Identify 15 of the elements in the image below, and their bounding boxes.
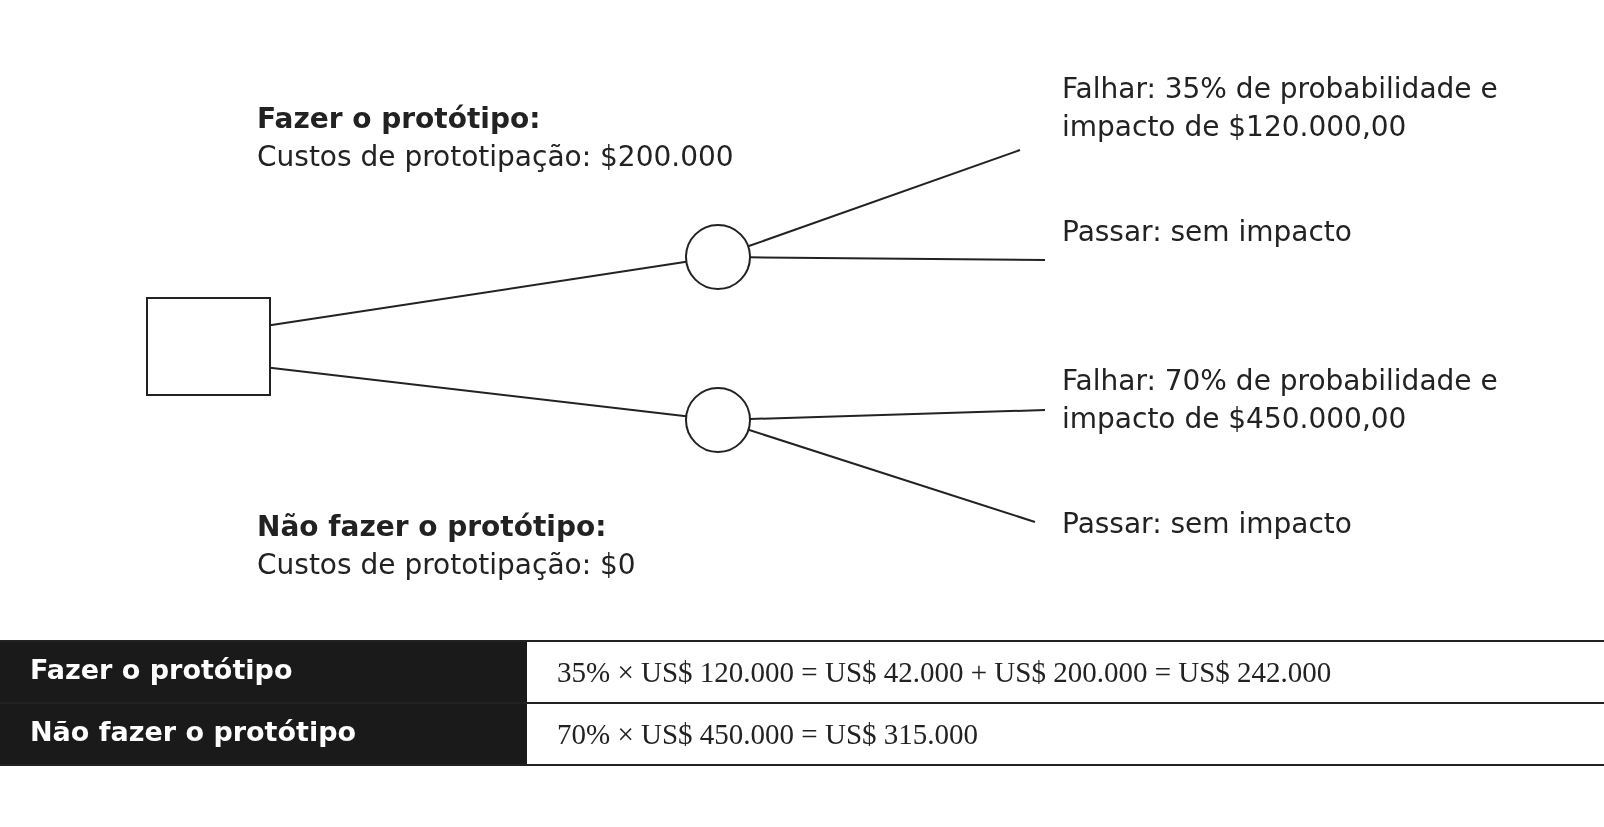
branch-line [749, 409, 1046, 420]
outcome-text: Passar: sem impacto [1062, 213, 1532, 251]
row-header: Fazer o protótipo [0, 642, 527, 702]
outcome-text: Falhar: 35% de probabilidade e impacto de $120.000,00 [1062, 70, 1532, 146]
chance-circle [685, 224, 751, 290]
outcome-text: Passar: sem impacto [1062, 505, 1532, 543]
branch-line [747, 428, 1036, 523]
row-header: Não fazer o protótipo [0, 704, 527, 764]
formula-cell-text: 35% × US$ 120.000 = US$ 42.000 + US$ 200.000 = US$ 242.000 [556, 655, 1333, 690]
branch-line [749, 256, 1046, 261]
chance-circle [685, 387, 751, 453]
outcome-text: Falhar: 70% de probabilidade e impacto de $450.000,00 [1062, 362, 1532, 438]
decision-box [146, 297, 271, 396]
branch-line [747, 149, 1021, 248]
formula-cell-text: 70% × US$ 450.000 = US$ 315.000 [556, 717, 979, 752]
